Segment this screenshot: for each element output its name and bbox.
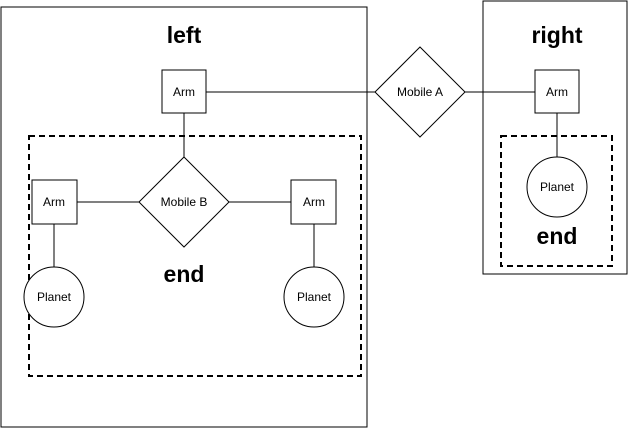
arm-b-left-label: Arm xyxy=(43,195,65,209)
planet-b-right-circle xyxy=(283,266,345,328)
planet-b-left-circle xyxy=(23,266,85,328)
arm-top-left-box xyxy=(161,69,207,114)
arm-right-box xyxy=(534,69,580,114)
left-end-label: end xyxy=(164,261,205,287)
arm-b-right-box xyxy=(290,179,337,225)
planet-b-left-label: Planet xyxy=(37,290,72,304)
mobile-a-label: Mobile A xyxy=(397,85,443,99)
left-group-title: left xyxy=(167,22,202,48)
arm-top-left-label: Arm xyxy=(173,85,195,99)
right-group-title: right xyxy=(531,22,582,48)
planet-right-label: Planet xyxy=(540,180,575,194)
planet-b-right-label: Planet xyxy=(297,290,332,304)
arm-right-label: Arm xyxy=(546,85,568,99)
mobile-a-diamond xyxy=(374,46,466,138)
left-end-container xyxy=(28,135,362,377)
mobile-b-label: Mobile B xyxy=(161,195,208,209)
right-end-label: end xyxy=(537,223,578,249)
arm-b-left-box xyxy=(31,179,78,225)
right-group-frame xyxy=(482,0,628,275)
planet-right-circle xyxy=(526,156,588,218)
arm-b-right-label: Arm xyxy=(303,195,325,209)
mobile-b-diamond xyxy=(138,156,230,248)
